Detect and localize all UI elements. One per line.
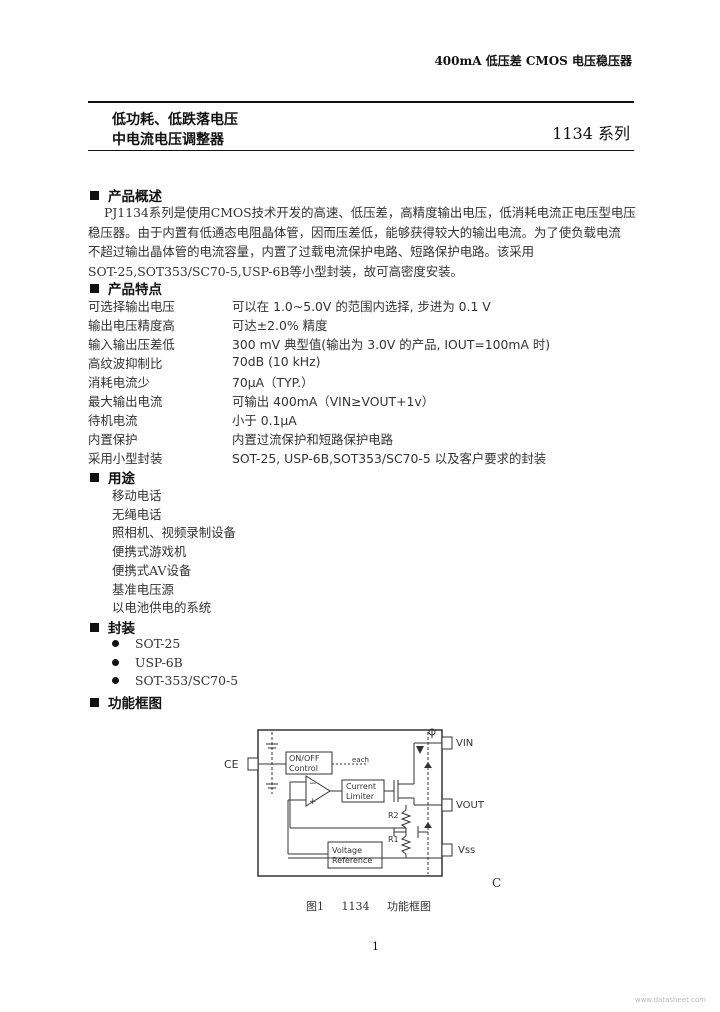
series-title: 1134 系列 [552,124,630,143]
bullet-square-icon [90,190,99,200]
feature-key: 最大输出电流 [88,394,163,409]
feature-row: 采用小型封装 SOT-25, USP-6B,SOT353/SC70-5 以及客户要… [88,449,636,468]
bullet-square-icon [90,283,99,293]
overview-line: 不超过输出晶体管的电流容量，内置了过载电流保护电路、短路保护电路。该采用 [88,244,535,259]
bullet-square-icon [90,622,99,632]
label-vin: VIN [456,738,473,749]
label-amp-plus: + [309,797,317,807]
overview-line: PJ1134系列是使用CMOS技术开发的高速、低压差，高精度输出电压，低消耗电流… [104,205,636,220]
application-item: 移动电话 [112,488,162,503]
title-line-1: 低功耗、低跌落电压 [112,112,238,128]
bullet-dot-icon [112,659,119,666]
onoff-control-block [285,751,333,775]
pin-vss [441,843,453,857]
label-current: Current [346,782,376,791]
feature-row: 待机电流 小于 0.1μA [88,411,636,430]
pin-vin [441,736,453,750]
feature-row: 可选择输出电压 可以在 1.0~5.0V 的范围内选择, 步进为 0.1 V [88,297,636,316]
label-r1: R1 [388,835,399,844]
feature-value: 小于 0.1μA [232,413,297,428]
bullet-dot-icon [112,677,119,684]
label-voltage: Voltage [332,846,362,855]
feature-value: SOT-25, USP-6B,SOT353/SC70-5 以及客户要求的封装 [232,451,547,466]
label-control: Control [289,764,318,773]
section-overview-heading: 产品概述 [90,185,162,205]
header-product-title: 400mA 低压差 CMOS 电压稳压器 [434,54,632,68]
functional-block-diagram: CE VIN VOUT Vss ON/OFF Control each Curr… [224,728,485,877]
label-each: each [352,756,369,764]
feature-row: 输出电压精度高 可达±2.0% 精度 [88,316,636,335]
voltage-reference-block [327,841,383,869]
label-limiter: Limiter [346,792,375,801]
application-item: 便携式游戏机 [112,544,187,559]
application-item: 便携式AV设备 [112,563,192,578]
section-packages-heading: 封装 [90,617,135,637]
feature-key: 消耗电流少 [88,375,150,390]
label-onoff: ON/OFF [289,754,320,763]
watermark: www.datasheet.com [634,996,706,1004]
feature-key: 待机电流 [88,413,138,428]
label-r2: R2 [388,811,399,820]
feature-key: 可选择输出电压 [88,299,175,314]
feature-value: 可以在 1.0~5.0V 的范围内选择, 步进为 0.1 V [232,299,491,314]
overview-line: SOT-25,SOT353/SC70-5,USP-6B等小型封装，故可高密度安装… [88,263,463,279]
application-item: 以电池供电的系统 [112,600,212,615]
overview-line: 稳压器。由于内置有低通态电阻晶体管，因而压差低，能够获得较大的输出电流。为了使负… [88,224,621,240]
diagram-side-letter: C [492,876,502,890]
title-rule [88,150,634,151]
bullet-square-icon [90,472,99,482]
package-item: USP-6B [112,655,183,670]
feature-key: 输入输出压差低 [88,337,175,352]
figure-caption: 图1 1134 功能框图 [306,900,431,913]
title-line-2: 中电流电压调整器 [112,132,224,148]
feature-value: 70μA（TYP.） [232,375,314,390]
feature-row: 消耗电流少 70μA（TYP.） [88,373,636,392]
pin-ce [247,757,259,771]
label-vss: Vss [458,845,475,856]
section-features-heading: 产品特点 [90,278,162,298]
label-amp-minus: − [309,779,317,789]
overview-paragraph: PJ1134系列是使用CMOS技术开发的高速、低压差，高精度输出电压，低消耗电流… [88,203,636,281]
application-item: 无绳电话 [112,507,162,522]
feature-row: 高纹波抑制比 70dB (10 kHz) [88,354,636,373]
package-item: SOT-25 [112,636,180,651]
section-applications-heading: 用途 [90,467,135,487]
feature-key: 高纹波抑制比 [88,356,163,371]
pin-vout [441,798,453,812]
header-rule [88,101,634,103]
feature-key: 输出电压精度高 [88,318,175,333]
label-reference: Reference [332,856,372,865]
feature-key: 内置保护 [88,432,138,447]
page-number: 1 [372,940,379,953]
label-vout: VOUT [456,800,485,811]
error-amplifier [305,775,331,807]
feature-value: 可输出 400mA（VIN≥VOUT+1v） [232,394,435,409]
feature-value: 可达±2.0% 精度 [232,318,328,333]
application-item: 基准电压源 [112,582,174,597]
feature-value: 70dB (10 kHz) [232,354,321,369]
feature-value: 300 mV 典型值(输出为 3.0V 的产品, IOUT=100mA 时) [232,337,551,352]
bullet-square-icon [90,697,99,707]
label-ce: CE [224,758,239,771]
feature-row: 最大输出电流 可输出 400mA（VIN≥VOUT+1v） [88,392,636,411]
feature-row: 输入输出压差低 300 mV 典型值(输出为 3.0V 的产品, IOUT=100… [88,335,636,354]
package-item: SOT-353/SC70-5 [112,673,238,688]
application-item: 照相机、视频录制设备 [112,525,236,540]
feature-key: 采用小型封装 [88,451,163,466]
section-diagram-heading: 功能框图 [90,692,162,712]
feature-row: 内置保护 内置过流保护和短路保护电路 [88,430,636,449]
bullet-dot-icon [112,640,119,647]
feature-value: 内置过流保护和短路保护电路 [232,432,394,447]
